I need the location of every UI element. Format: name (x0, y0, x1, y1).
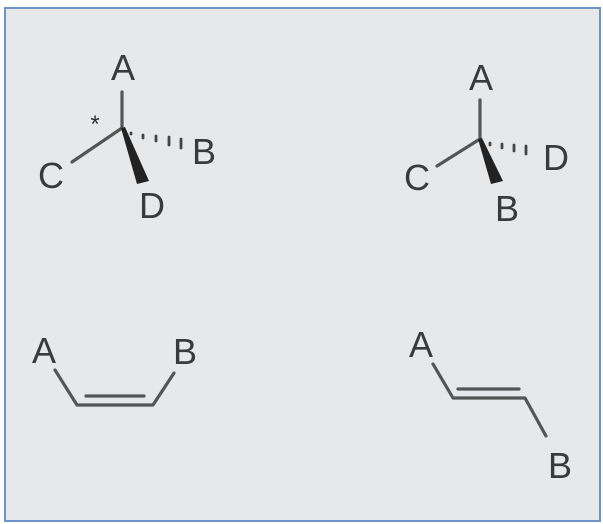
atom-label-a: A (111, 47, 135, 88)
cis-alkene-skeleton (53, 368, 176, 407)
bond-to-c (70, 126, 124, 164)
stereocenter-asterisk: * (90, 111, 99, 138)
atom-label-a: A (409, 324, 433, 365)
chiral-molecule-right: A C D B (404, 57, 569, 229)
cis-alkene: A B (32, 330, 197, 407)
trans-alkene: A B (409, 324, 572, 486)
atom-label-b: B (192, 131, 216, 172)
hashed-bond-to-d (488, 141, 528, 156)
atom-label-b: B (548, 445, 572, 486)
atom-label-b: B (173, 331, 197, 372)
atom-label-a: A (32, 330, 56, 371)
diagram-panel (4, 7, 601, 522)
hashed-bond-to-b (129, 131, 183, 150)
atom-label-c: C (404, 157, 430, 198)
atom-label-a: A (469, 57, 493, 98)
atom-label-c: C (38, 155, 64, 196)
trans-alkene-skeleton (431, 362, 548, 438)
atom-label-d: D (139, 185, 165, 226)
chiral-molecule-left: A C B D * (38, 47, 216, 226)
atom-label-b: B (495, 188, 519, 229)
wedge-bond-to-d (121, 127, 149, 184)
bond-to-c (435, 137, 482, 168)
atom-label-d: D (543, 137, 569, 178)
wedge-bond-to-b (478, 138, 503, 184)
